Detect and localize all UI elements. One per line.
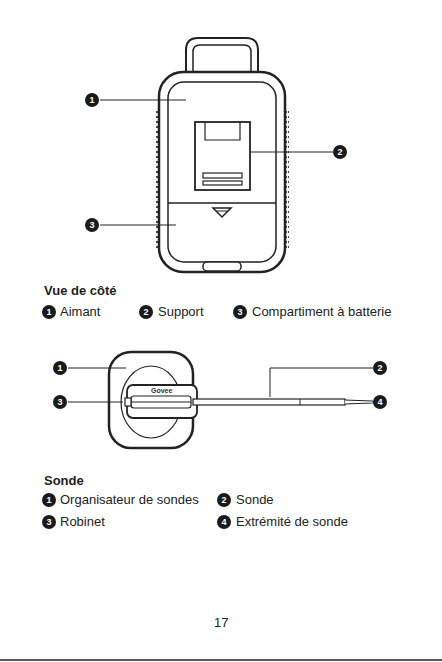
probe-joint	[300, 399, 301, 405]
callout-number: 1	[42, 493, 56, 507]
callout-number: 1	[53, 361, 67, 375]
release-button	[213, 208, 231, 217]
probe	[193, 399, 345, 405]
callout-number: 3	[233, 305, 247, 319]
part-name: Aimant	[60, 304, 100, 320]
leader-line	[270, 368, 373, 397]
support-clip	[205, 122, 240, 140]
probe-coil	[131, 396, 191, 408]
leader-line	[100, 225, 176, 226]
part-name: Compartiment à batterie	[252, 304, 391, 320]
callout-number: 2	[139, 305, 153, 319]
logo-text: Govee	[151, 383, 172, 399]
page-rule	[0, 659, 442, 661]
leader-line	[250, 152, 333, 153]
support-slot	[203, 181, 242, 185]
support	[195, 122, 250, 190]
section-title: Vue de côté	[44, 283, 116, 299]
bottom-tab	[203, 262, 241, 271]
part-name: Extrémité de sonde	[236, 514, 348, 530]
probe-coil	[131, 402, 191, 403]
housing-inner	[168, 82, 276, 262]
callout-number: 3	[53, 395, 67, 409]
part-name: Sonde	[236, 492, 274, 508]
tap	[125, 398, 131, 406]
callout-number: 2	[373, 361, 387, 375]
callout-number: 1	[42, 305, 56, 319]
callout-number: 4	[373, 395, 387, 409]
support-slot	[203, 173, 242, 178]
callout-number: 3	[85, 218, 99, 232]
part-name: Organisateur de sondes	[60, 492, 199, 508]
callout-number: 1	[85, 93, 99, 107]
leader-line	[68, 402, 123, 403]
page-number: 17	[214, 615, 228, 631]
housing	[159, 72, 285, 272]
release-button	[216, 211, 228, 212]
callout-number: 2	[217, 493, 231, 507]
leader-line	[100, 100, 186, 101]
callout-number: 4	[217, 515, 231, 529]
leader-line	[68, 368, 126, 369]
section-title: Sonde	[44, 473, 84, 489]
callout-number: 3	[42, 515, 56, 529]
part-name: Robinet	[60, 514, 105, 530]
part-name: Support	[158, 304, 204, 320]
battery-seam	[168, 202, 276, 204]
callout-number: 2	[333, 145, 347, 159]
